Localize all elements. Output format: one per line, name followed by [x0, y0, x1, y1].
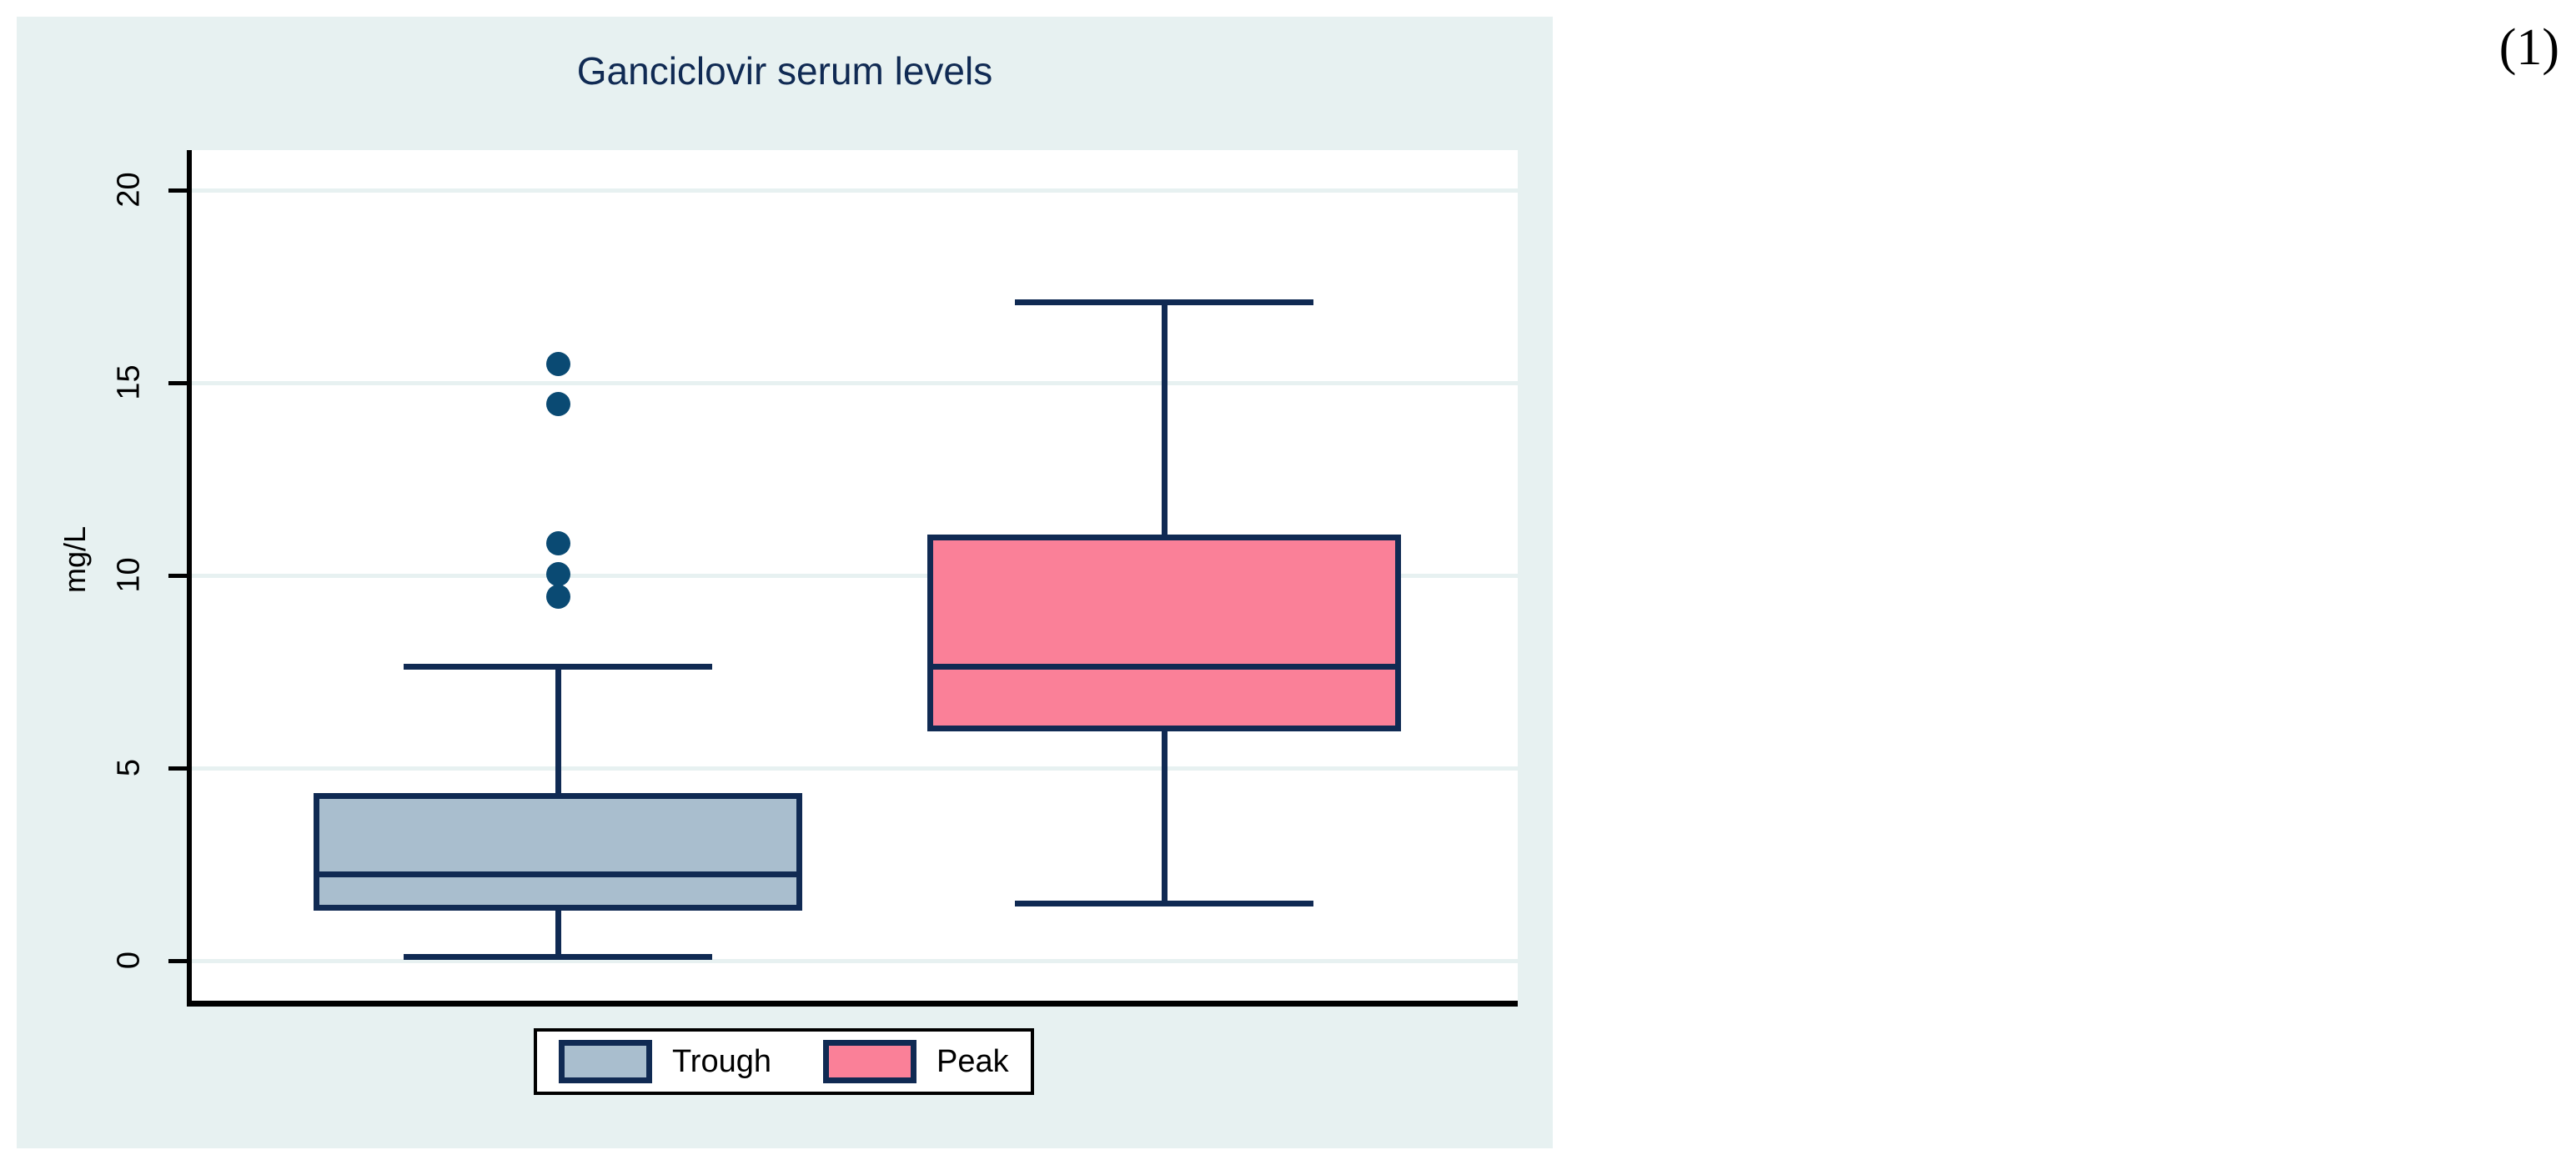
box-iqr	[314, 793, 802, 911]
y-axis-title: mg/L	[58, 525, 92, 594]
y-tick-mark-20	[168, 188, 187, 193]
legend-label-trough: Trough	[672, 1043, 771, 1079]
x-axis-line	[187, 1001, 1518, 1007]
y-tick-label-10: 10	[111, 557, 147, 593]
whisker-upper-stem	[555, 665, 561, 794]
legend: Trough Peak	[534, 1028, 1034, 1095]
outlier-point	[546, 561, 570, 586]
median-line	[927, 663, 1401, 670]
whisker-upper-cap	[1015, 299, 1313, 305]
gridline-0	[192, 959, 1518, 963]
y-tick-label-5: 5	[111, 758, 147, 777]
graph-panel: Ganciclovir serum levels mg/L 0 5 10 15 20 T…	[17, 17, 1553, 1148]
outlier-point	[546, 585, 570, 610]
whisker-lower-stem	[555, 910, 561, 957]
outlier-point	[546, 392, 570, 417]
outlier-point	[546, 530, 570, 555]
legend-entry-trough: Trough	[559, 1040, 771, 1083]
page-title: Ganciclovir serum levels	[576, 49, 993, 93]
y-tick-label-20: 20	[111, 172, 147, 208]
y-axis-line	[187, 150, 193, 1006]
y-tick-mark-15	[168, 381, 187, 385]
median-line	[314, 871, 802, 878]
whisker-lower-cap	[404, 954, 712, 961]
whisker-lower-stem	[1162, 731, 1167, 903]
whisker-upper-cap	[404, 663, 712, 670]
y-tick-mark-0	[168, 959, 187, 963]
y-tick-label-15: 15	[111, 364, 147, 400]
y-tick-mark-10	[168, 574, 187, 578]
plot-area	[192, 150, 1518, 1001]
legend-entry-peak: Peak	[823, 1040, 1009, 1083]
y-tick-label-0: 0	[111, 951, 147, 970]
legend-label-peak: Peak	[936, 1043, 1009, 1079]
box-iqr	[927, 535, 1401, 732]
legend-swatch-trough	[559, 1040, 652, 1083]
outlier-point	[546, 351, 570, 376]
y-tick-mark-5	[168, 766, 187, 771]
whisker-lower-cap	[1015, 900, 1313, 906]
whisker-upper-stem	[1162, 301, 1167, 535]
gridline-15	[192, 381, 1518, 385]
legend-swatch-peak	[823, 1040, 916, 1083]
gridline-5	[192, 766, 1518, 771]
gridline-10	[192, 574, 1518, 578]
gridline-20	[192, 188, 1518, 193]
equation-number: (1)	[2498, 19, 2559, 76]
